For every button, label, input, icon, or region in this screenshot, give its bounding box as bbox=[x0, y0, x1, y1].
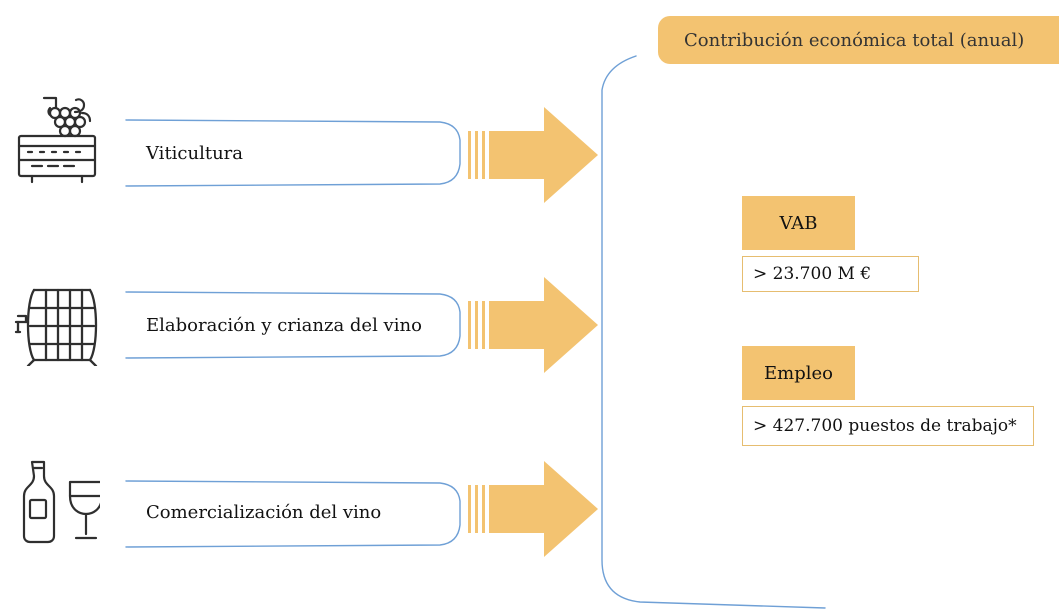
wine-bottle-glass-icon bbox=[10, 456, 100, 546]
flow-arrow-comercializacion bbox=[468, 461, 598, 557]
metric-label-vab-text: VAB bbox=[779, 212, 818, 234]
metric-value-empleo: > 427.700 puestos de trabajo* bbox=[742, 406, 1034, 446]
metric-value-vab-text: > 23.700 M € bbox=[753, 264, 872, 284]
grape-crate-icon bbox=[12, 94, 102, 184]
header-tab: Contribución económica total (anual) bbox=[658, 16, 1059, 64]
wine-barrel-icon bbox=[8, 276, 98, 366]
metric-label-vab: VAB bbox=[742, 196, 855, 250]
flow-arrow-elaboracion bbox=[468, 277, 598, 373]
metric-label-empleo-text: Empleo bbox=[764, 362, 833, 384]
metric-value-vab: > 23.700 M € bbox=[742, 256, 919, 292]
metric-label-empleo: Empleo bbox=[742, 346, 855, 400]
header-title: Contribución económica total (anual) bbox=[684, 29, 1025, 51]
stage-label-viticultura: Viticultura bbox=[146, 143, 244, 164]
stage-label-comercializacion: Comercialización del vino bbox=[146, 502, 382, 523]
flow-arrow-viticultura bbox=[468, 107, 598, 203]
stage-label-elaboracion: Elaboración y crianza del vino bbox=[146, 315, 422, 336]
metric-value-empleo-text: > 427.700 puestos de trabajo* bbox=[753, 416, 1017, 436]
